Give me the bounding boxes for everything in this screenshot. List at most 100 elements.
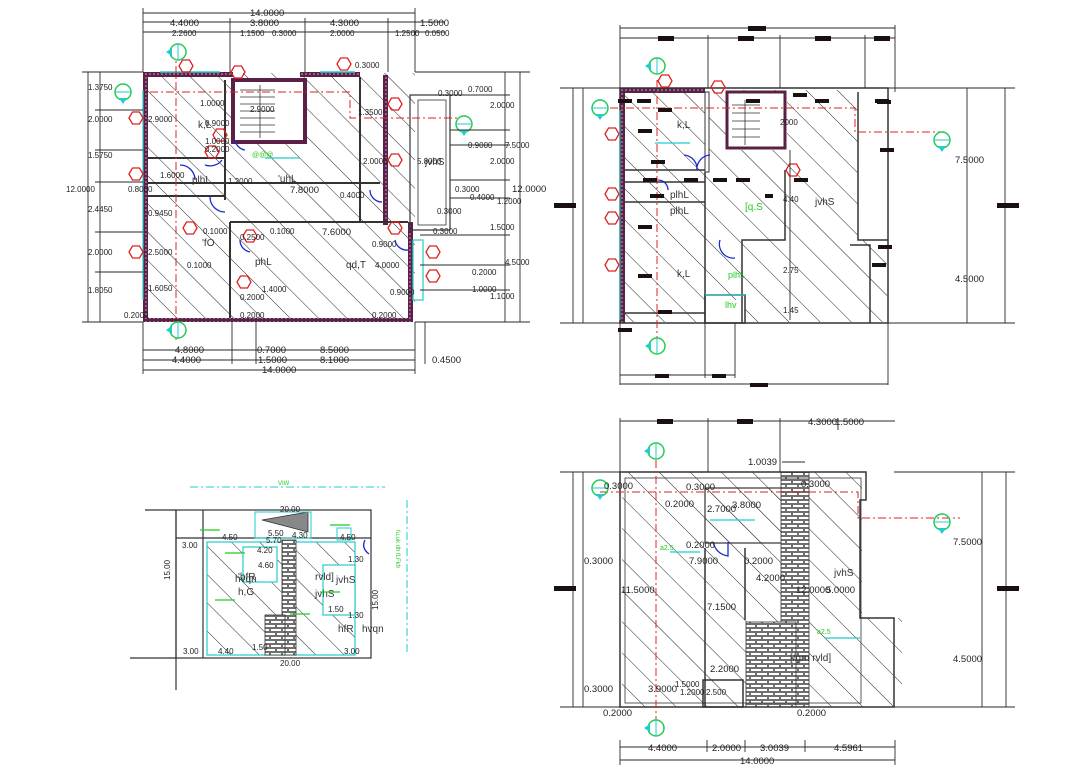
dim-label: 5.70 xyxy=(266,536,282,545)
dim-label: 2.0000 xyxy=(363,157,388,166)
dim-label: 1.6050 xyxy=(148,284,173,293)
dim-label: 2000 xyxy=(780,118,798,127)
room-label: hvqn xyxy=(362,624,384,635)
dim-label: 3.8000 xyxy=(732,500,761,511)
green-level-label: a2.5 xyxy=(660,545,674,552)
dim-label: 0.9000 xyxy=(468,141,493,150)
dim-label: 7.9000 xyxy=(689,556,718,567)
dim-label: 0.4000 xyxy=(340,191,365,200)
room-label: plhL xyxy=(670,190,689,201)
dim-label: 0.3000 xyxy=(437,207,462,216)
dim-label: 20.00 xyxy=(280,505,301,514)
dim-label: 0.3000 xyxy=(604,481,633,492)
room-label: jvhS xyxy=(833,568,854,579)
room-label: h,G xyxy=(238,587,254,598)
dim-label: 7.5000 xyxy=(955,155,984,166)
room-label: hfR xyxy=(338,624,354,635)
dim-total-height: 12.0000 xyxy=(512,184,546,195)
dim-label: 0.4500 xyxy=(432,355,461,366)
dim-label: 4.4000 xyxy=(172,355,201,366)
dim-label: 1.30 xyxy=(348,555,364,564)
dim-label: 1.45 xyxy=(783,306,799,315)
dim-label: 1.5000 xyxy=(420,18,449,29)
dim-label: 2.0000 xyxy=(490,101,515,110)
room-label: 'hfR xyxy=(238,572,255,583)
dim-label: 0.7000 xyxy=(257,345,286,356)
dim-label: 2.5000 xyxy=(148,248,173,257)
dim-label: 0.7000 xyxy=(468,85,493,94)
dim-total-width: 14.0000 xyxy=(262,365,296,376)
dim-label: 8.5000 xyxy=(320,345,349,356)
grid-bubble xyxy=(455,115,473,137)
dim-label: 0.2500 xyxy=(240,233,265,242)
dim-label: 0.2000 xyxy=(744,556,773,567)
dim-label: 1.4000 xyxy=(262,285,287,294)
dim-label: 1.30 xyxy=(348,611,364,620)
wall-top-a xyxy=(143,72,233,77)
wall-top-b xyxy=(300,72,360,77)
dim-label: 4.50 xyxy=(340,533,356,542)
dim-label: 0.2000 xyxy=(205,145,230,154)
room-label: jvhS xyxy=(424,157,445,168)
dim-label: 2.0000 xyxy=(330,29,355,38)
dim-label: 0.9000 xyxy=(372,240,397,249)
room-label: phL xyxy=(255,257,272,268)
dim-label: 2.500 xyxy=(706,688,727,697)
room-label: 'fO xyxy=(202,238,215,249)
dim-label: 12.0000 xyxy=(796,585,830,596)
dim-label: 4.60 xyxy=(258,561,274,570)
dim-label: 20.00 xyxy=(280,659,301,668)
wall-right-upper xyxy=(383,75,388,225)
dim-label: 0.2000 xyxy=(372,311,397,320)
dim-label: 7.8000 xyxy=(290,185,319,196)
dim-label: 0.3000 xyxy=(433,227,458,236)
staircase xyxy=(281,539,297,656)
dim-label: 1.8050 xyxy=(88,286,113,295)
dim-label: 0.3000 xyxy=(355,61,380,70)
room-label: hvqn xyxy=(235,574,257,585)
dim-label: 1.2000 xyxy=(680,688,705,697)
door-swings xyxy=(179,139,409,253)
dim-label: 0.3000 xyxy=(272,29,297,38)
dim-label: 0.9000 xyxy=(390,288,415,297)
dim-label: 3.8000 xyxy=(250,18,279,29)
dim-label: 0.3000 xyxy=(584,684,613,695)
room-label: rvld] xyxy=(315,572,334,583)
dim-label: 3.0039 xyxy=(760,743,789,754)
wall-left xyxy=(143,72,148,322)
dim-label: 1.2500 xyxy=(395,29,420,38)
dim-label: 0.3000 xyxy=(584,556,613,567)
dim-label: 4.50 xyxy=(222,533,238,542)
dim-label: 1.2000 xyxy=(228,177,253,186)
dim-label: 0.2000 xyxy=(472,268,497,277)
dim-label: 0.2000 xyxy=(603,708,632,719)
dim-label: 2.7000 xyxy=(707,504,736,515)
dim-label: 0.2000 xyxy=(797,708,826,719)
dim-label: 1.50 xyxy=(328,605,344,614)
dim-label: 4.2000 xyxy=(756,573,785,584)
dim-label: 4.8000 xyxy=(175,345,204,356)
room-label: 'uhL xyxy=(278,174,297,185)
dim-label: 1.1000 xyxy=(490,292,515,301)
dim-label: 2.0000 xyxy=(88,115,113,124)
dim-label: 4.5000 xyxy=(505,258,530,267)
dim-label: 0.2000 xyxy=(665,499,694,510)
dim-label: 0.3000 xyxy=(455,185,480,194)
dim-label: 1.3750 xyxy=(88,83,113,92)
stair-core xyxy=(725,90,787,150)
section-marker xyxy=(165,321,187,339)
dim-label: 0.8000 xyxy=(128,185,153,194)
room-label: k,L xyxy=(198,120,212,131)
plan-top-right: 7.5000 4.5000 2000 4.40 2.75 1.45 k,L pl… xyxy=(554,25,1019,387)
dim-label: 2.75 xyxy=(783,266,799,275)
dim-label: 0.3000 xyxy=(686,482,715,493)
dim-label: 0.3000 xyxy=(438,89,463,98)
dim-label: 1.0000 xyxy=(200,99,225,108)
dim-label: 7.5000 xyxy=(953,537,982,548)
dim-label: 2.2600 xyxy=(172,29,197,38)
room-label: plhL xyxy=(192,175,211,186)
dim-label: 1.0000 xyxy=(472,285,497,294)
dim-label: 0.9450 xyxy=(148,209,173,218)
dim-label: 4.40 xyxy=(218,647,234,656)
